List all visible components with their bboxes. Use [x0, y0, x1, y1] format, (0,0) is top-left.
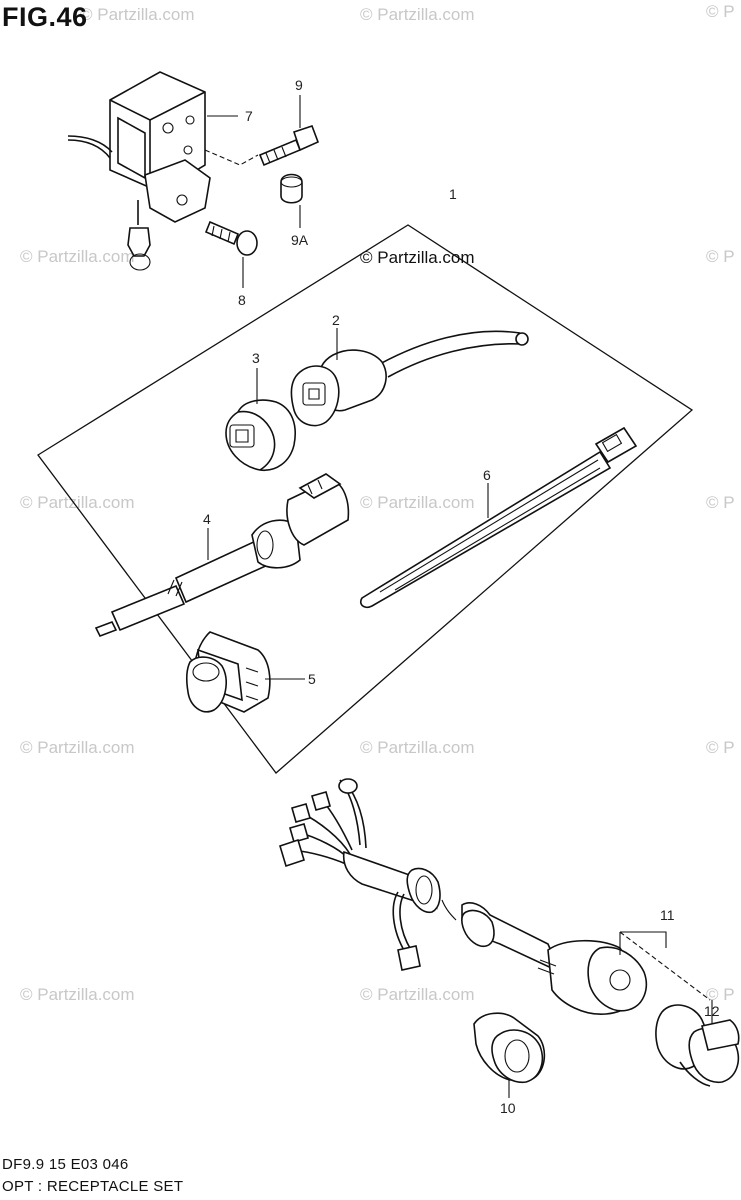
callout-11: 11 — [660, 907, 675, 923]
watermark: © Partzilla.com — [360, 738, 475, 757]
bracket-part-7 — [67, 71, 259, 271]
cap-part-12 — [655, 1004, 740, 1087]
watermark: © Partzilla.com — [20, 493, 135, 512]
callout-12: 12 — [704, 1003, 720, 1019]
callout-5: 5 — [308, 671, 316, 687]
screw-part-8 — [204, 220, 258, 256]
watermark: © Partzilla.com — [20, 985, 135, 1004]
callout-2: 2 — [332, 312, 340, 328]
cap-part-3 — [225, 399, 296, 471]
watermark-partial: © P — [706, 493, 735, 512]
footer-code: DF9.9 15 E03 046 — [2, 1156, 129, 1173]
grommet-part-5 — [185, 631, 271, 713]
watermark: © Partzilla.com — [360, 493, 475, 512]
watermark-partial: © P — [706, 985, 735, 1004]
watermark: © Partzilla.com — [80, 5, 195, 24]
plug-part-4 — [94, 473, 350, 638]
watermark: © Partzilla.com — [360, 985, 475, 1004]
watermark-partial: © P — [706, 247, 735, 266]
watermark-partial: © P — [706, 738, 735, 757]
footer-caption: OPT : RECEPTACLE SET — [2, 1178, 184, 1195]
watermark: © Partzilla.com — [20, 738, 135, 757]
callout-9: 9 — [295, 77, 303, 93]
callout-6: 6 — [483, 467, 491, 483]
receptacle-part-2 — [290, 330, 529, 427]
bracket-11 — [620, 931, 667, 948]
watermark: © Partzilla.com — [360, 5, 475, 24]
callout-8: 8 — [238, 292, 246, 308]
collar-part-9A — [280, 173, 303, 204]
cable-tie-part-6 — [359, 426, 638, 609]
wiring-harness-part-11 — [279, 778, 648, 1015]
kit-outline-part-1 — [37, 224, 694, 774]
callout-3: 3 — [252, 350, 260, 366]
callout-7: 7 — [245, 108, 253, 124]
callout-4: 4 — [203, 511, 211, 527]
bolt-part-9 — [258, 124, 320, 167]
callout-9A: 9A — [291, 232, 309, 248]
watermark-dark: © Partzilla.com — [360, 248, 475, 267]
callout-1: 1 — [449, 186, 457, 202]
grommet-part-10 — [473, 1012, 546, 1084]
bracket-11-extension — [619, 931, 711, 1001]
watermark-partial: © P — [706, 2, 735, 21]
callout-10: 10 — [500, 1100, 516, 1116]
watermark: © Partzilla.com — [20, 247, 135, 266]
figure-title: FIG.46 — [2, 2, 88, 32]
